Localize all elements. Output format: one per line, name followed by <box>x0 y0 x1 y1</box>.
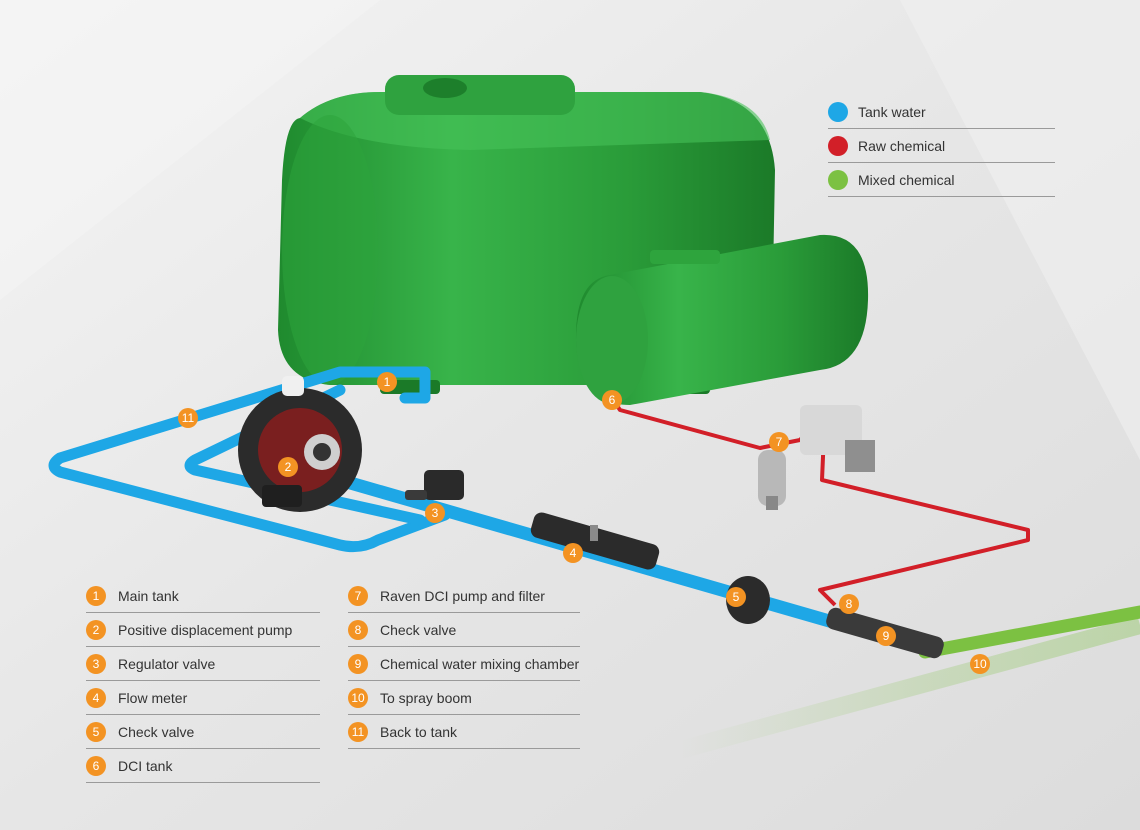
flow-meter <box>530 512 660 570</box>
part-item: 6 DCI tank <box>86 750 320 783</box>
displacement-pump <box>238 376 362 512</box>
flow-legend: Tank water Raw chemical Mixed chemical <box>828 96 1055 198</box>
part-label: Raven DCI pump and filter <box>380 588 545 604</box>
main-tank <box>278 75 775 394</box>
callout-badge-4: 4 <box>563 543 583 563</box>
part-item: 10 To spray boom <box>348 682 580 715</box>
background-facet <box>0 0 380 300</box>
legend-swatch-mixed <box>828 170 848 190</box>
part-label: Check valve <box>380 622 457 638</box>
part-item: 1 Main tank <box>86 580 320 613</box>
part-item: 5 Check valve <box>86 716 320 749</box>
part-number: 9 <box>348 654 368 674</box>
badge-number: 4 <box>570 546 577 560</box>
part-label: Back to tank <box>380 724 458 740</box>
part-item: 2 Positive displacement pump <box>86 614 320 647</box>
part-item: 9 Chemical water mixing chamber <box>348 648 580 681</box>
callout-badge-7: 7 <box>769 432 789 452</box>
callout-badge-10: 10 <box>970 654 990 674</box>
part-number: 5 <box>86 722 106 742</box>
part-label: Regulator valve <box>118 656 216 672</box>
legend-item: Tank water <box>828 96 1055 129</box>
mixed-chemical-pipe <box>918 605 1140 659</box>
parts-column-left: 1 Main tank 2 Positive displacement pump 3… <box>86 580 320 784</box>
part-number: 1 <box>86 586 106 606</box>
badge-circle <box>726 587 746 607</box>
dci-tank <box>575 234 869 405</box>
background-facet <box>900 0 1140 460</box>
part-label: To spray boom <box>380 690 472 706</box>
pump-loop-pipe <box>184 384 426 526</box>
callout-badge-3: 3 <box>425 503 445 523</box>
badge-number: 6 <box>609 393 616 407</box>
legend-swatch-water <box>828 102 848 122</box>
part-label: Main tank <box>118 588 179 604</box>
part-item: 11 Back to tank <box>348 716 580 749</box>
badge-number: 5 <box>733 590 740 604</box>
part-label: Check valve <box>118 724 195 740</box>
legend-item: Raw chemical <box>828 130 1055 163</box>
callout-badge-1: 1 <box>377 372 397 392</box>
badge-number: 11 <box>182 411 195 425</box>
part-number: 10 <box>348 688 368 708</box>
part-number: 4 <box>86 688 106 708</box>
badge-circle <box>970 654 990 674</box>
legend-label: Mixed chemical <box>858 172 955 188</box>
legend-label: Tank water <box>858 104 926 120</box>
badge-circle <box>602 390 622 410</box>
badge-number: 10 <box>973 657 987 671</box>
part-label: Flow meter <box>118 690 188 706</box>
callout-badge-9: 9 <box>876 626 896 646</box>
callout-badge-11: 11 <box>178 408 198 428</box>
badge-number: 9 <box>883 629 890 643</box>
badge-circle <box>769 432 789 452</box>
callout-badge-2: 2 <box>278 457 298 477</box>
callout-badge-6: 6 <box>602 390 622 410</box>
part-label: DCI tank <box>118 758 173 774</box>
part-item: 3 Regulator valve <box>86 648 320 681</box>
part-number: 2 <box>86 620 106 640</box>
part-item: 4 Flow meter <box>86 682 320 715</box>
badge-number: 8 <box>846 597 853 611</box>
badge-number: 2 <box>285 460 292 474</box>
badge-circle <box>377 372 397 392</box>
part-number: 6 <box>86 756 106 776</box>
badge-circle <box>178 408 198 428</box>
part-label: Positive displacement pump <box>118 622 293 638</box>
badge-circle <box>425 503 445 523</box>
green-fade <box>677 616 1140 759</box>
regulator-valve <box>405 470 464 500</box>
callout-badge-8: 8 <box>839 594 859 614</box>
badge-number: 1 <box>384 375 391 389</box>
part-label: Chemical water mixing chamber <box>380 656 580 672</box>
return-pipe <box>48 366 451 553</box>
badge-number: 7 <box>776 435 783 449</box>
part-number: 11 <box>348 722 368 742</box>
badge-circle <box>563 543 583 563</box>
part-item: 8 Check valve <box>348 614 580 647</box>
legend-swatch-raw <box>828 136 848 156</box>
badge-number: 3 <box>432 506 439 520</box>
badge-circle <box>839 594 859 614</box>
part-number: 3 <box>86 654 106 674</box>
callout-badge-5: 5 <box>726 587 746 607</box>
dci-pump <box>758 405 875 510</box>
legend-label: Raw chemical <box>858 138 946 154</box>
part-number: 8 <box>348 620 368 640</box>
badge-circle <box>876 626 896 646</box>
part-number: 7 <box>348 586 368 606</box>
legend-item: Mixed chemical <box>828 164 1055 197</box>
badge-circle <box>278 457 298 477</box>
part-item: 7 Raven DCI pump and filter <box>348 580 580 613</box>
